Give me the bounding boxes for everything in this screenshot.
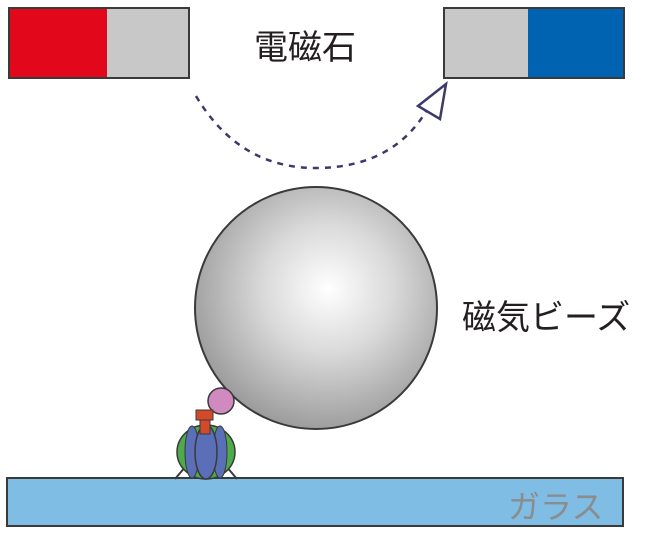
protein-motor (174, 409, 238, 480)
rotation-arrow (194, 95, 430, 170)
motor-tag (195, 409, 214, 421)
right-magnet-gray-pole (444, 8, 528, 78)
glass-label: ガラス (508, 488, 604, 526)
motor-shaft (199, 419, 211, 435)
right-magnet-blue-pole (528, 8, 624, 78)
right-magnet (443, 7, 625, 79)
magnetic-bead (194, 186, 438, 430)
left-magnet (8, 7, 190, 79)
left-magnet-red-pole (9, 8, 107, 78)
glass-slide (6, 477, 624, 527)
magnetic-bead-label: 磁気ビーズ (462, 298, 631, 338)
left-magnet-gray-pole (107, 8, 189, 78)
right-magnet-outline (443, 7, 625, 79)
electromagnet-label: 電磁石 (254, 28, 356, 68)
linker-bead (207, 387, 235, 415)
left-magnet-outline (8, 7, 190, 79)
rotation-arrowhead (415, 81, 448, 121)
